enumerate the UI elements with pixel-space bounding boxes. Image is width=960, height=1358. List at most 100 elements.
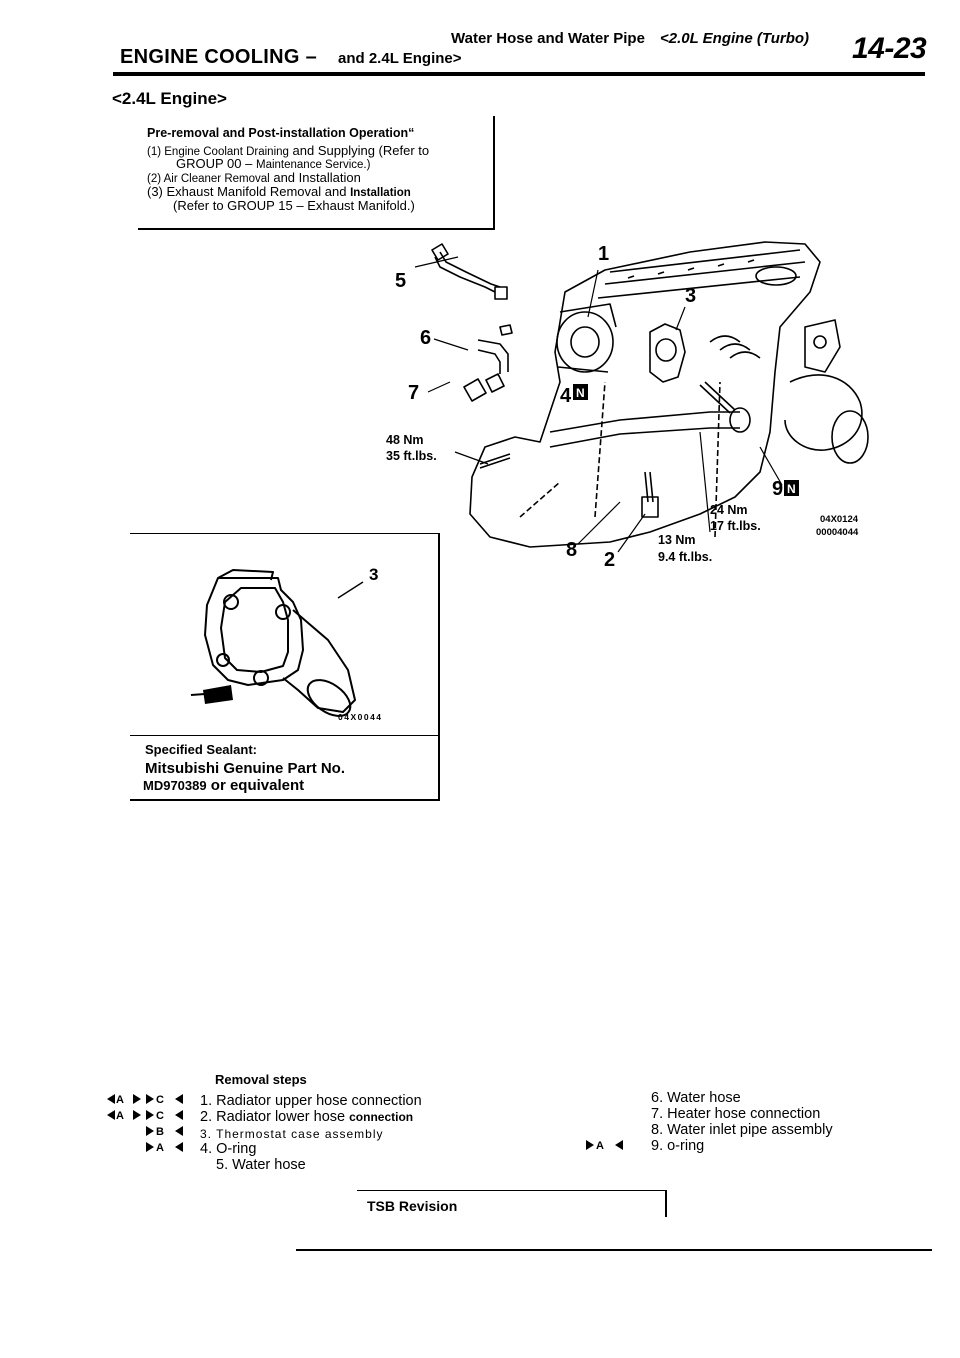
svg-text:C: C (156, 1094, 164, 1106)
pre-removal-step-1-b: and Supplying (Refer to (292, 143, 430, 158)
removal-step-2-tail: connection (349, 1110, 414, 1124)
figure-id-1: 04X0124 (820, 514, 859, 525)
pre-removal-step-1: (1) Engine Coolant Draining and Supplyin… (147, 143, 429, 160)
engine-exploded-drawing: 1 3 5 6 7 4 8 2 9 N N 48 Nm 35 ft.lbs. 2… (386, 241, 869, 571)
pre-removal-step-2-b: and Installation (273, 170, 361, 185)
callout-8: 8 (566, 539, 577, 561)
tsb-box (357, 1190, 667, 1217)
svg-text:A: A (156, 1142, 164, 1154)
dash: – (245, 156, 253, 171)
removal-step-8: 8. Water inlet pipe assembly (651, 1122, 833, 1138)
oil-filter (831, 410, 869, 464)
pre-removal-ref: (Refer to GROUP 15 (173, 198, 293, 213)
engine-ref-2: 2.4L Engine> (368, 50, 462, 67)
pre-removal-box: Pre-removal and Post-installation Operat… (138, 116, 495, 230)
pre-removal-step-2-a: (2) Air Cleaner Removal (147, 173, 270, 185)
torque-b-ft: 17 ft.lbs. (710, 519, 761, 533)
header-subtitle: Water Hose and Water Pipe (451, 30, 645, 47)
torque-c-ft: 9.4 ft.lbs. (658, 550, 712, 564)
removal-step-3: 3. Thermostat case assembly (200, 1127, 384, 1141)
rocker-cover (597, 249, 806, 299)
housing-flange (204, 577, 304, 686)
outlet-pipe (282, 609, 356, 713)
section-name: ENGINE COOLING (120, 46, 300, 68)
mark-a-row2: A (107, 1110, 141, 1122)
pre-removal-step-3-cont: (Refer to GROUP 15 – Exhaust Manifold.) (173, 198, 415, 213)
pre-removal-group: GROUP 00 (176, 156, 242, 171)
sealant-tube (203, 685, 233, 704)
figure-id-2: 00004044 (816, 527, 859, 538)
mark-a-row4: A (146, 1142, 183, 1154)
header-engine-ref: <2.0L Engine (Turbo) (660, 30, 810, 47)
mark-a-row9: A (586, 1140, 623, 1152)
sealant-part-no: MD970389 (143, 778, 207, 793)
removal-step-9: 9. o-ring (651, 1138, 705, 1154)
bolt-24nm (699, 381, 736, 414)
and-text: and (338, 50, 365, 67)
footer-rule (296, 1249, 932, 1251)
pre-removal-step-3: (3) Exhaust Manifold Removal and Install… (147, 184, 411, 201)
bolt-48nm (479, 453, 511, 469)
pre-removal-maint: Maintenance Service.) (256, 159, 371, 171)
sealant-line-2: MD970389 or equivalent (143, 777, 304, 794)
exhaust-side (784, 374, 863, 451)
oil-filler-cap (755, 266, 797, 286)
page-number: 14-23 (852, 32, 927, 65)
header-engine-ref-2: and 2.4L Engine> (338, 50, 462, 67)
mark-a-row1: A (107, 1094, 141, 1106)
thermostat-inset-box (130, 533, 440, 801)
inset-divider (130, 735, 440, 736)
svg-text:N: N (576, 386, 585, 400)
sealant-title: Specified Sealant: (145, 742, 257, 757)
torque-b-nm: 24 Nm (710, 503, 748, 517)
torque-c-nm: 13 Nm (658, 533, 696, 547)
sealant-equivalent: or equivalent (210, 777, 305, 794)
page-section-title: ENGINE COOLING – (120, 46, 317, 69)
water-inlet-pipe (549, 411, 740, 448)
callout-1: 1 (598, 243, 609, 265)
pre-removal-step-1-cont: GROUP 00 – Maintenance Service.) (176, 156, 370, 173)
callout-5: 5 (395, 270, 406, 292)
new-part-mark-9: N (784, 480, 799, 496)
thermostat-housing (649, 323, 686, 383)
new-part-mark-4: N (573, 384, 588, 400)
removal-step-1: 1. Radiator upper hose connection (200, 1093, 422, 1109)
o-ring-9 (729, 407, 751, 433)
torque-a-nm: 48 Nm (386, 433, 424, 447)
pre-removal-step-1-a: (1) Engine Coolant Draining (147, 146, 289, 158)
rocker-cover-bolts (627, 259, 755, 279)
water-hose-5 (434, 251, 501, 293)
service-marks-left: A C A C B A (107, 1094, 183, 1154)
inset-figure-id: 04X0044 (338, 712, 383, 722)
pre-removal-title: Pre-removal and Post-installation Operat… (147, 126, 415, 140)
svg-text:A: A (116, 1110, 124, 1122)
header-rule (113, 72, 925, 76)
torque-a-ft: 35 ft.lbs. (386, 449, 437, 463)
removal-step-5: 5. Water hose (216, 1157, 306, 1173)
callout-2: 2 (604, 549, 615, 571)
pre-removal-step-3-a: (3) Exhaust Manifold Removal and (147, 184, 347, 199)
removal-step-7: 7. Heater hose connection (651, 1106, 821, 1122)
pre-removal-step-3-b: Installation (350, 187, 411, 199)
callout-9: 9 (772, 478, 783, 500)
svg-text:B: B (156, 1126, 164, 1138)
removal-step-4: 4. O-ring (200, 1141, 257, 1157)
water-hose-6 (477, 339, 509, 374)
pre-removal-manifold: Exhaust Manifold.) (307, 198, 415, 213)
alternator (556, 311, 614, 373)
callout-7: 7 (408, 382, 419, 404)
callout-3: 3 (685, 285, 696, 307)
removal-step-2: 2. Radiator lower hose connection (200, 1109, 413, 1125)
callout-4: 4 (560, 385, 572, 407)
pre-removal-step-2: (2) Air Cleaner Removal and Installation (147, 170, 361, 187)
svg-text:A: A (596, 1140, 604, 1152)
right-bracket (804, 319, 841, 373)
inset-callout-3: 3 (369, 565, 378, 584)
thermostat-inset-drawing: 3 04X0044 (190, 565, 383, 722)
svg-text:C: C (156, 1110, 164, 1122)
svg-text:N: N (787, 482, 796, 496)
callout-6: 6 (420, 327, 431, 349)
mark-c-row2: C (146, 1110, 183, 1122)
sealant-line-1: Mitsubishi Genuine Part No. (145, 760, 346, 777)
service-marks-right: A (586, 1140, 623, 1152)
